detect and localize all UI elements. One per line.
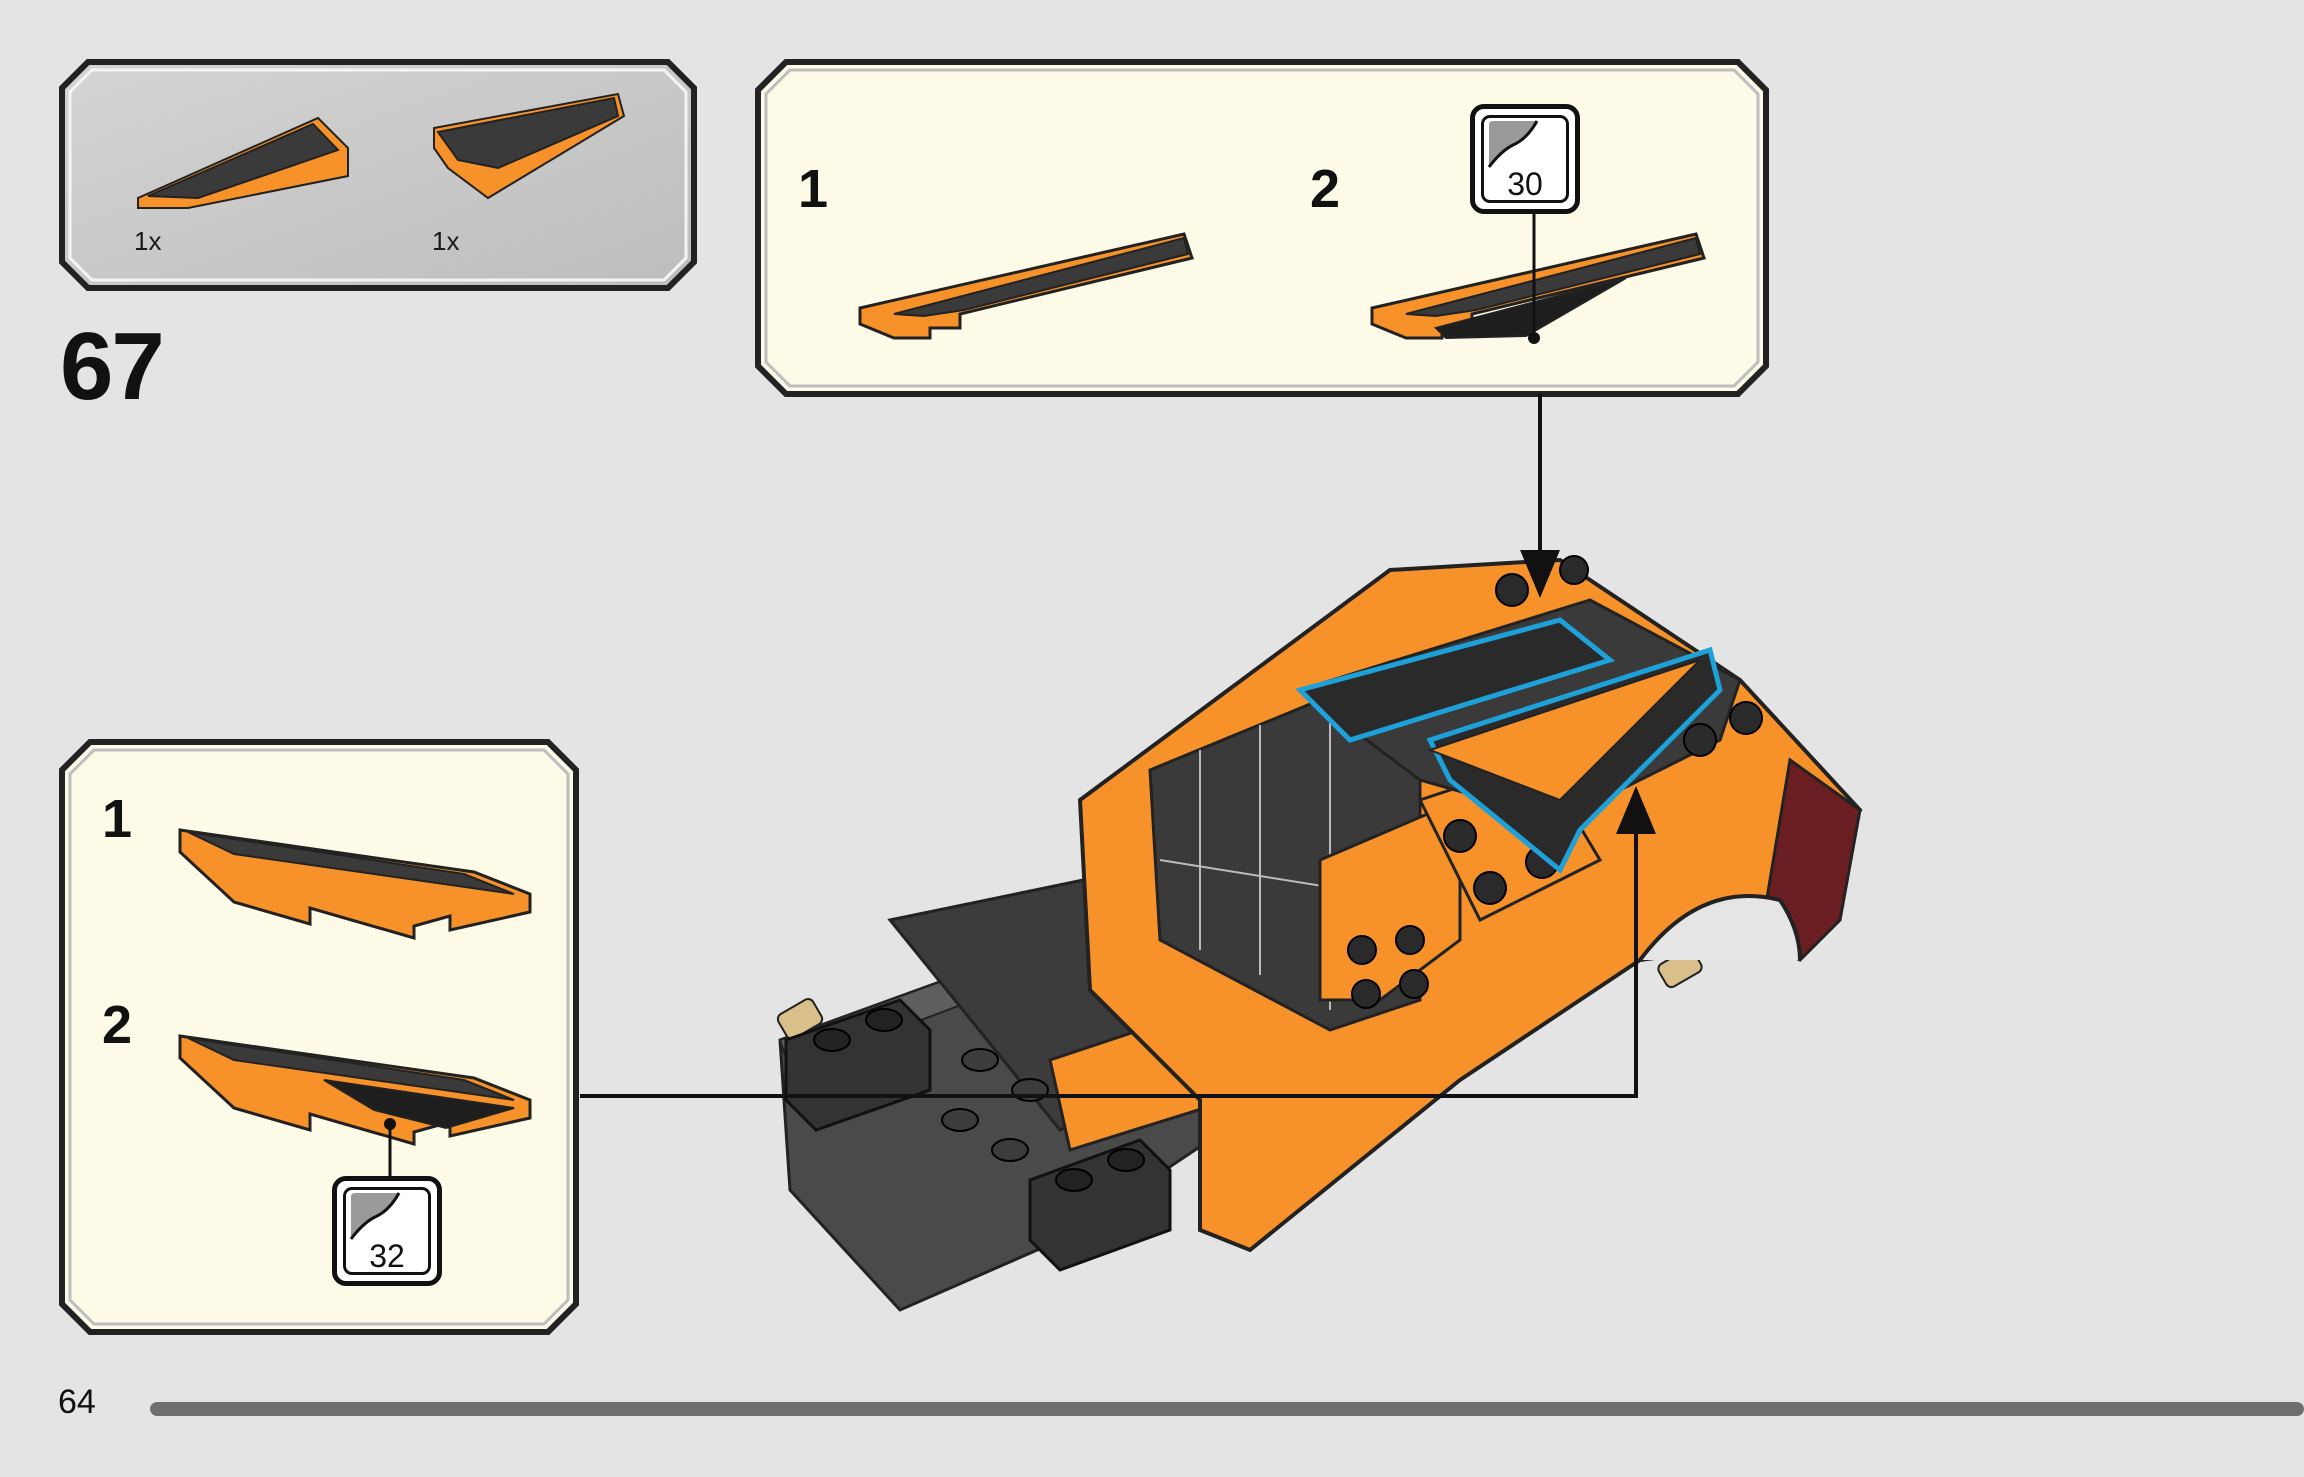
parts-list-panel: 1x 1x <box>58 58 698 292</box>
wedge-orange-edge <box>1427 659 1701 802</box>
substep-label: 1 <box>798 159 829 219</box>
new-wedge-left <box>1295 617 1616 743</box>
wedge-slope-piece-icon <box>178 1034 532 1146</box>
progress-fill <box>150 1402 2304 1416</box>
sticker-number: 30 <box>1507 166 1543 202</box>
callout-top-panel: 1 2 30 <box>754 58 1770 398</box>
part-quantity: 1x <box>432 226 460 256</box>
wedge-slope-piece-icon <box>858 232 1194 340</box>
wheel-arch <box>1638 894 1802 962</box>
wedge-slope-left-icon <box>137 116 349 209</box>
substep-label: 2 <box>1310 159 1341 219</box>
sticker-leader-line <box>1528 208 1540 344</box>
arrow-down-icon <box>1520 550 1560 598</box>
callout-left-panel: 1 2 32 <box>58 738 580 1336</box>
sticker-icon: 30 <box>1470 104 1580 214</box>
step-number: 67 <box>60 313 165 420</box>
sticker-number: 32 <box>369 1238 405 1274</box>
sticker-icon: 32 <box>332 1176 442 1286</box>
sticker-sheet-icon <box>1487 120 1539 168</box>
progress-bar <box>150 1402 2304 1416</box>
wedge-slope-right-icon <box>433 92 626 200</box>
arrow-up-icon <box>1616 786 1656 834</box>
wedge-slope-piece-icon <box>1370 232 1706 340</box>
part-quantity: 1x <box>134 226 162 256</box>
page-number: 64 <box>58 1383 96 1421</box>
sticker-sheet-icon <box>349 1192 401 1240</box>
wedge-slope-piece-icon <box>178 828 532 940</box>
substep-label: 2 <box>102 995 133 1055</box>
assembly-arrow-line <box>580 814 1638 1098</box>
stud-group <box>1495 555 1763 757</box>
substep-label: 1 <box>102 789 133 849</box>
